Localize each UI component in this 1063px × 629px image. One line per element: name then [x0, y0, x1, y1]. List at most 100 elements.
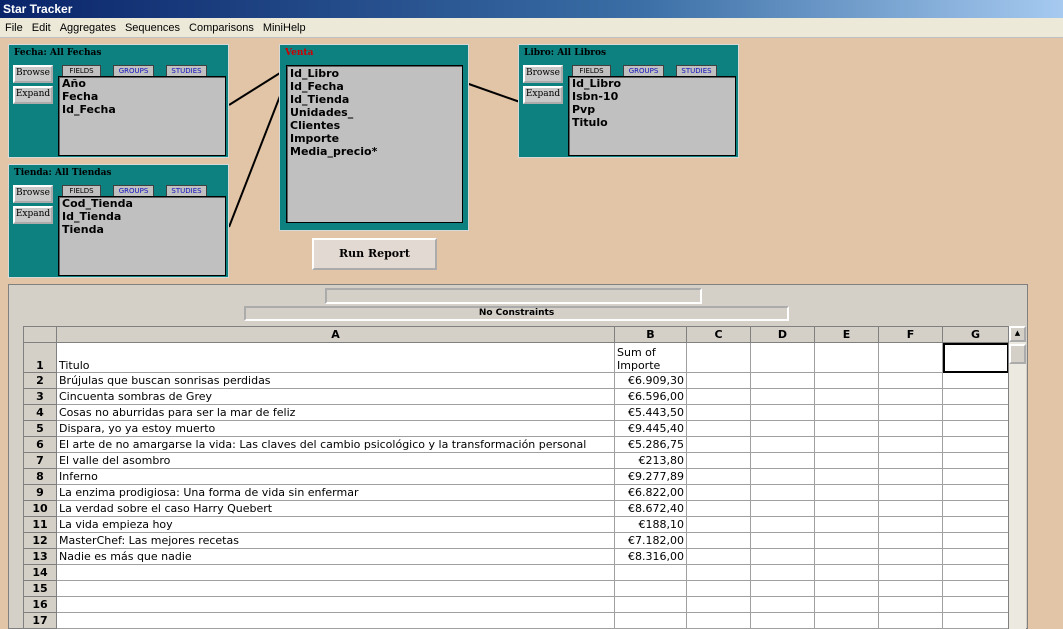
cell[interactable] — [942, 580, 1009, 597]
cell[interactable] — [942, 388, 1009, 405]
cell[interactable] — [878, 596, 943, 613]
cell[interactable] — [942, 484, 1009, 501]
title-cell[interactable]: La verdad sobre el caso Harry Quebert — [56, 500, 615, 517]
column-header[interactable]: G — [942, 326, 1009, 343]
menu-comparisons[interactable]: Comparisons — [189, 22, 254, 34]
column-header[interactable]: F — [878, 326, 943, 343]
cell[interactable] — [942, 372, 1009, 389]
cell[interactable] — [942, 452, 1009, 469]
cell[interactable] — [686, 596, 751, 613]
cell[interactable] — [878, 564, 943, 581]
title-cell[interactable] — [56, 564, 615, 581]
title-cell[interactable] — [56, 580, 615, 597]
field-item[interactable]: Clientes — [290, 119, 341, 132]
cell[interactable] — [686, 500, 751, 517]
cell[interactable] — [814, 484, 879, 501]
title-cell[interactable]: La enzima prodigiosa: Una forma de vida … — [56, 484, 615, 501]
cell[interactable] — [686, 468, 751, 485]
cell[interactable] — [942, 532, 1009, 549]
cell[interactable] — [942, 612, 1009, 629]
cell[interactable] — [750, 468, 815, 485]
cell[interactable] — [814, 500, 879, 517]
field-item[interactable]: Media_precio* — [290, 145, 378, 158]
cell[interactable] — [942, 420, 1009, 437]
field-item[interactable]: Id_Fecha — [290, 80, 344, 93]
cell[interactable] — [686, 420, 751, 437]
cell[interactable] — [878, 436, 943, 453]
cell[interactable] — [686, 548, 751, 565]
field-item[interactable]: Id_Tienda — [62, 210, 122, 223]
cell[interactable] — [878, 484, 943, 501]
cell[interactable] — [878, 404, 943, 421]
field-item[interactable]: Id_Fecha — [62, 103, 116, 116]
cell[interactable] — [878, 532, 943, 549]
row-header[interactable]: 4 — [23, 404, 57, 421]
tienda-expand-button[interactable]: Expand — [13, 206, 53, 224]
title-cell[interactable]: El valle del asombro — [56, 452, 615, 469]
cell[interactable] — [878, 388, 943, 405]
cell[interactable] — [686, 612, 751, 629]
cell[interactable] — [878, 468, 943, 485]
cell[interactable] — [750, 452, 815, 469]
cell[interactable] — [686, 532, 751, 549]
cell[interactable] — [814, 580, 879, 597]
importe-cell[interactable]: €213,80 — [614, 452, 687, 469]
column-header[interactable]: C — [686, 326, 751, 343]
libro-tab-studies[interactable]: STUDIES — [676, 65, 717, 76]
libro-browse-button[interactable]: Browse — [523, 65, 563, 83]
cell[interactable] — [750, 596, 815, 613]
cell[interactable] — [942, 404, 1009, 421]
cell[interactable] — [750, 436, 815, 453]
field-item[interactable]: Titulo — [572, 116, 608, 129]
tienda-browse-button[interactable]: Browse — [13, 185, 53, 203]
importe-cell[interactable]: €6.909,30 — [614, 372, 687, 389]
cell[interactable] — [814, 436, 879, 453]
cell[interactable] — [750, 404, 815, 421]
row-header[interactable]: 16 — [23, 596, 57, 613]
cell[interactable] — [814, 452, 879, 469]
cell[interactable] — [878, 372, 943, 389]
cell[interactable] — [814, 404, 879, 421]
importe-cell[interactable]: €9.445,40 — [614, 420, 687, 437]
cell[interactable] — [942, 516, 1009, 533]
cell[interactable] — [686, 580, 751, 597]
title-cell[interactable]: Cosas no aburridas para ser la mar de fe… — [56, 404, 615, 421]
cell[interactable] — [686, 564, 751, 581]
fecha-tab-studies[interactable]: STUDIES — [166, 65, 207, 76]
tienda-tab-fields[interactable]: FIELDS — [62, 185, 101, 196]
cell[interactable] — [686, 388, 751, 405]
fecha-tab-groups[interactable]: GROUPS — [113, 65, 154, 76]
field-item[interactable]: Importe — [290, 132, 340, 145]
menu-aggregates[interactable]: Aggregates — [59, 22, 116, 34]
title-cell[interactable]: Inferno — [56, 468, 615, 485]
cell[interactable] — [750, 484, 815, 501]
title-cell[interactable] — [56, 596, 615, 613]
run-report-button[interactable]: Run Report — [312, 238, 437, 270]
cell[interactable] — [878, 548, 943, 565]
scroll-up-arrow-icon[interactable]: ▲ — [1009, 326, 1026, 342]
row-header[interactable]: 12 — [23, 532, 57, 549]
title-cell[interactable]: Nadie es más que nadie — [56, 548, 615, 565]
row-header[interactable]: 6 — [23, 436, 57, 453]
cell[interactable] — [750, 342, 815, 373]
cell[interactable] — [878, 580, 943, 597]
cell[interactable] — [686, 516, 751, 533]
tienda-tab-studies[interactable]: STUDIES — [166, 185, 207, 196]
row-header[interactable]: 5 — [23, 420, 57, 437]
row-header[interactable]: 17 — [23, 612, 57, 629]
importe-cell[interactable]: €6.596,00 — [614, 388, 687, 405]
cell[interactable] — [878, 612, 943, 629]
importe-cell[interactable]: €5.286,75 — [614, 436, 687, 453]
column-header[interactable]: D — [750, 326, 815, 343]
importe-cell[interactable]: €8.316,00 — [614, 548, 687, 565]
menu-file[interactable]: File — [5, 22, 23, 34]
cell[interactable] — [814, 420, 879, 437]
cell[interactable] — [814, 548, 879, 565]
cell[interactable] — [686, 372, 751, 389]
field-item[interactable]: Tienda — [62, 223, 104, 236]
header-cell-sum-importe[interactable]: Sum of Importe — [614, 342, 687, 373]
cell[interactable] — [814, 532, 879, 549]
cell[interactable] — [750, 548, 815, 565]
cell[interactable] — [942, 500, 1009, 517]
importe-cell[interactable]: €9.277,89 — [614, 468, 687, 485]
